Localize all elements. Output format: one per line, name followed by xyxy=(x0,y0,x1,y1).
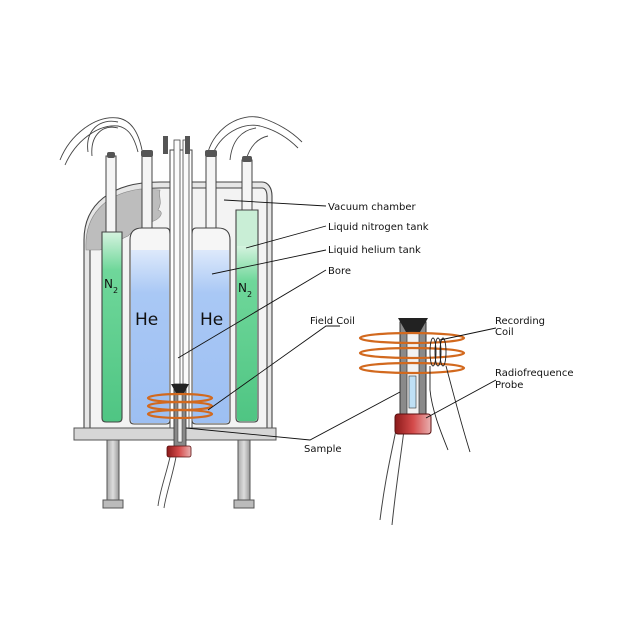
label-sample: Sample xyxy=(304,444,342,455)
label-recording-coil-1: Recording xyxy=(495,316,545,327)
label-recording-coil-2: Coil xyxy=(495,327,514,338)
probe-small xyxy=(157,383,192,509)
helium-label-right: He xyxy=(200,310,223,330)
label-liquid-helium-tank: Liquid helium tank xyxy=(328,245,421,256)
label-liquid-nitrogen-tank: Liquid nitrogen tank xyxy=(328,222,429,233)
field-coil-small xyxy=(146,392,214,420)
helium-tank-left: He xyxy=(129,227,171,425)
support-legs xyxy=(102,439,255,509)
labels: Vacuum chamber Liquid nitrogen tank Liqu… xyxy=(304,202,574,455)
tube-caps xyxy=(107,150,252,162)
nitrogen-label-right: N xyxy=(238,281,247,295)
supply-hoses xyxy=(59,116,303,166)
leader-lines xyxy=(177,199,497,441)
nitrogen-label-left: N xyxy=(104,277,113,291)
label-vacuum-chamber: Vacuum chamber xyxy=(328,202,416,213)
helium-tank-right: He xyxy=(191,227,231,425)
recording-coil xyxy=(429,337,471,453)
label-rf-probe-1: Radiofrequence xyxy=(495,368,574,379)
label-field-coil: Field Coil xyxy=(310,316,355,327)
bore-tube xyxy=(163,136,193,441)
nitrogen-sub-left: 2 xyxy=(113,286,118,295)
nitrogen-tank-left: N 2 xyxy=(101,231,123,423)
label-bore: Bore xyxy=(328,266,351,277)
nitrogen-sub-right: 2 xyxy=(247,290,252,299)
nitrogen-tank-right: N 2 xyxy=(235,209,259,423)
helium-label-left: He xyxy=(135,310,158,330)
label-rf-probe-2: Probe xyxy=(495,380,523,391)
field-coil-large xyxy=(358,331,466,375)
